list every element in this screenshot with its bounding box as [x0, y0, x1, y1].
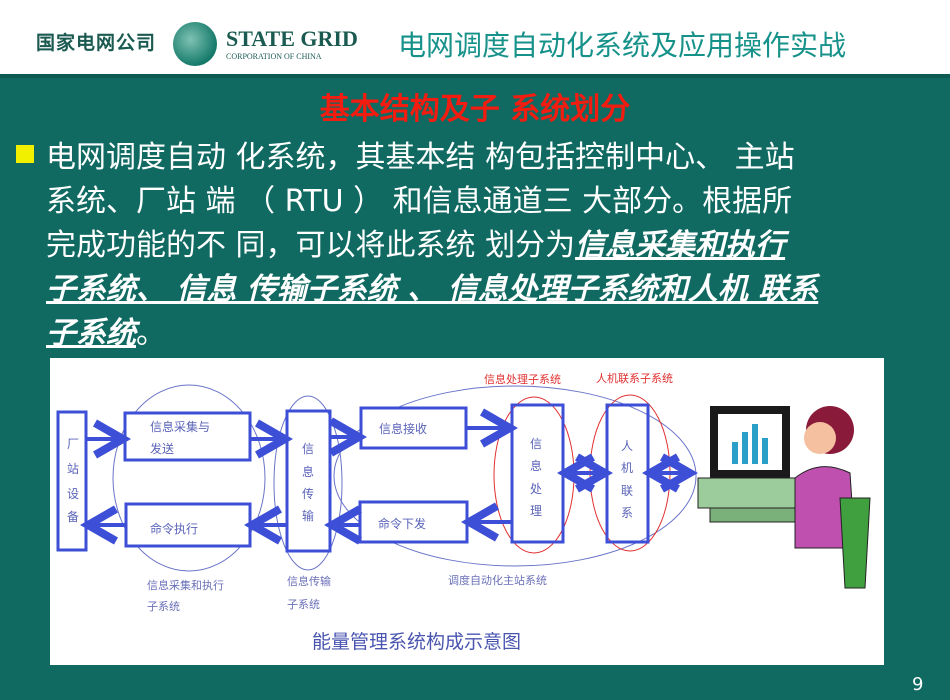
box-label: 息: [530, 458, 542, 473]
body-line: 电网调度自动 化系统，其基本结 构包括控制中心、 主站: [46, 140, 795, 175]
station-equipment-box: [56, 410, 88, 552]
box-label: 发送: [150, 441, 174, 456]
ems-structure-diagram: 厂 站 设 备 信息采集与 发送 命令执行 信 息 传 输 信息接收 命令下发 …: [50, 358, 884, 665]
box-label: 信息采集与: [150, 419, 210, 434]
state-grid-globe-icon: [173, 22, 217, 66]
collect-subsystem-label: 子系统: [147, 600, 180, 613]
box-label: 人: [621, 439, 633, 453]
transfer-subsystem-label: 子系统: [287, 598, 320, 611]
box-label: 备: [67, 510, 79, 524]
emphasis-line: 子系统、 信息 传输子系统 、 信息处理子系统和人机 联系: [46, 272, 819, 307]
box-label: 处: [530, 482, 542, 496]
operator-computer-icon: [697, 406, 871, 589]
box-label: 信: [530, 437, 542, 451]
box-label: 输: [302, 508, 314, 523]
slide-title: 基本结构及子 系统划分: [319, 92, 631, 127]
box-label: 命令下发: [378, 516, 426, 531]
box-label: 站: [67, 462, 79, 476]
page-number: 9: [912, 674, 924, 695]
info-transfer-box: [285, 409, 332, 553]
box-label: 机: [621, 461, 633, 475]
collect-subsystem-ellipse: [112, 384, 266, 572]
box-label: 厂: [67, 437, 79, 451]
slide-header: 国家电网公司 STATE GRID CORPORATION OF CHINA 电…: [0, 0, 950, 78]
master-station-label: 调度自动化主站系统: [448, 573, 547, 587]
box-label: 传: [302, 486, 314, 501]
body-text: 电网调度自动 化系统，其基本结 构包括控制中心、 主站 系统、厂站 端 （ RT…: [46, 136, 818, 356]
company-logo-en-sub: CORPORATION OF CHINA: [226, 52, 322, 61]
box-label: 理: [530, 504, 542, 518]
emphasis-text: 子系统: [46, 316, 136, 351]
box-label: 联: [621, 484, 633, 498]
bullet-icon: [16, 145, 34, 163]
box-label: 设: [67, 487, 79, 501]
company-logo-en: STATE GRID: [226, 26, 358, 51]
emphasis-text: 信息采集和执行: [575, 228, 786, 263]
info-process-box: [510, 403, 565, 544]
course-title: 电网调度自动化系统及应用操作实战: [398, 29, 847, 62]
collect-subsystem-label: 信息采集和执行: [147, 578, 224, 592]
body-line: 系统、厂站 端 （ RTU ） 和信息通道三 大部分。根据所: [46, 184, 793, 219]
body-text-span: 。: [136, 316, 166, 351]
company-logo-text: 国家电网公司: [36, 32, 157, 54]
box-label: 信息接收: [379, 421, 427, 436]
box-label: 系: [621, 506, 633, 520]
box-label: 息: [302, 464, 314, 479]
diagram-caption: 能量管理系统构成示意图: [312, 631, 521, 653]
transfer-subsystem-label: 信息传输: [287, 574, 331, 588]
body-text-span: 完成功能的不 同，可以将此系统 划分为: [46, 228, 576, 263]
box-label: 信: [302, 442, 314, 456]
box-label: 命令执行: [150, 521, 198, 536]
body-line: 子系统。: [46, 312, 818, 356]
process-subsystem-label: 信息处理子系统: [484, 372, 561, 386]
transfer-subsystem-ellipse: [273, 395, 343, 571]
hmi-subsystem-label: 人机联系子系统: [596, 371, 673, 385]
body-line: 完成功能的不 同，可以将此系统 划分为信息采集和执行: [46, 224, 818, 268]
